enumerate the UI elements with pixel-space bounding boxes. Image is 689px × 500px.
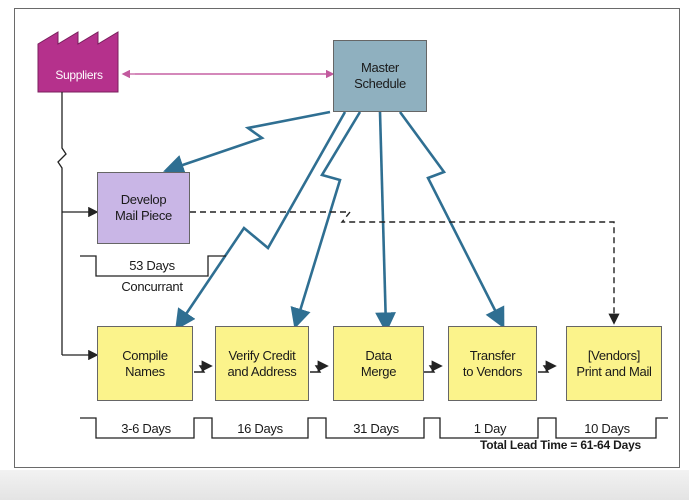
factory-icon (37, 31, 119, 93)
process-days-verify: 16 Days (237, 421, 283, 436)
process-box-transfer: Transfer to Vendors (448, 326, 537, 401)
process-box-verify-credit: Verify Credit and Address (215, 326, 309, 401)
master-schedule-box: Master Schedule (333, 40, 427, 112)
total-lead-time: Total Lead Time = 61-64 Days (480, 438, 642, 452)
develop-mail-piece-box: Develop Mail Piece (97, 172, 190, 244)
supplier-flow-line (57, 92, 99, 361)
process-days-merge: 31 Days (353, 421, 399, 436)
push-arrows (194, 360, 557, 373)
develop-days: 53 Days (129, 258, 175, 273)
lead-time-ladder (80, 417, 668, 439)
develop-timeline (80, 255, 226, 277)
schedule-info-arrows (163, 110, 505, 334)
page-bottom-shade (0, 470, 689, 500)
develop-vendor-dashed-link (190, 211, 620, 325)
process-days-transfer: 1 Day (473, 421, 507, 436)
suppliers-label: Suppliers (55, 68, 103, 82)
process-days-compile: 3-6 Days (121, 421, 171, 436)
process-box-compile-names: Compile Names (97, 326, 193, 401)
develop-note: Concurrant (121, 279, 183, 294)
process-box-print-mail: [Vendors] Print and Mail (566, 326, 662, 401)
process-box-data-merge: Data Merge (333, 326, 424, 401)
process-days-print: 10 Days (584, 421, 630, 436)
